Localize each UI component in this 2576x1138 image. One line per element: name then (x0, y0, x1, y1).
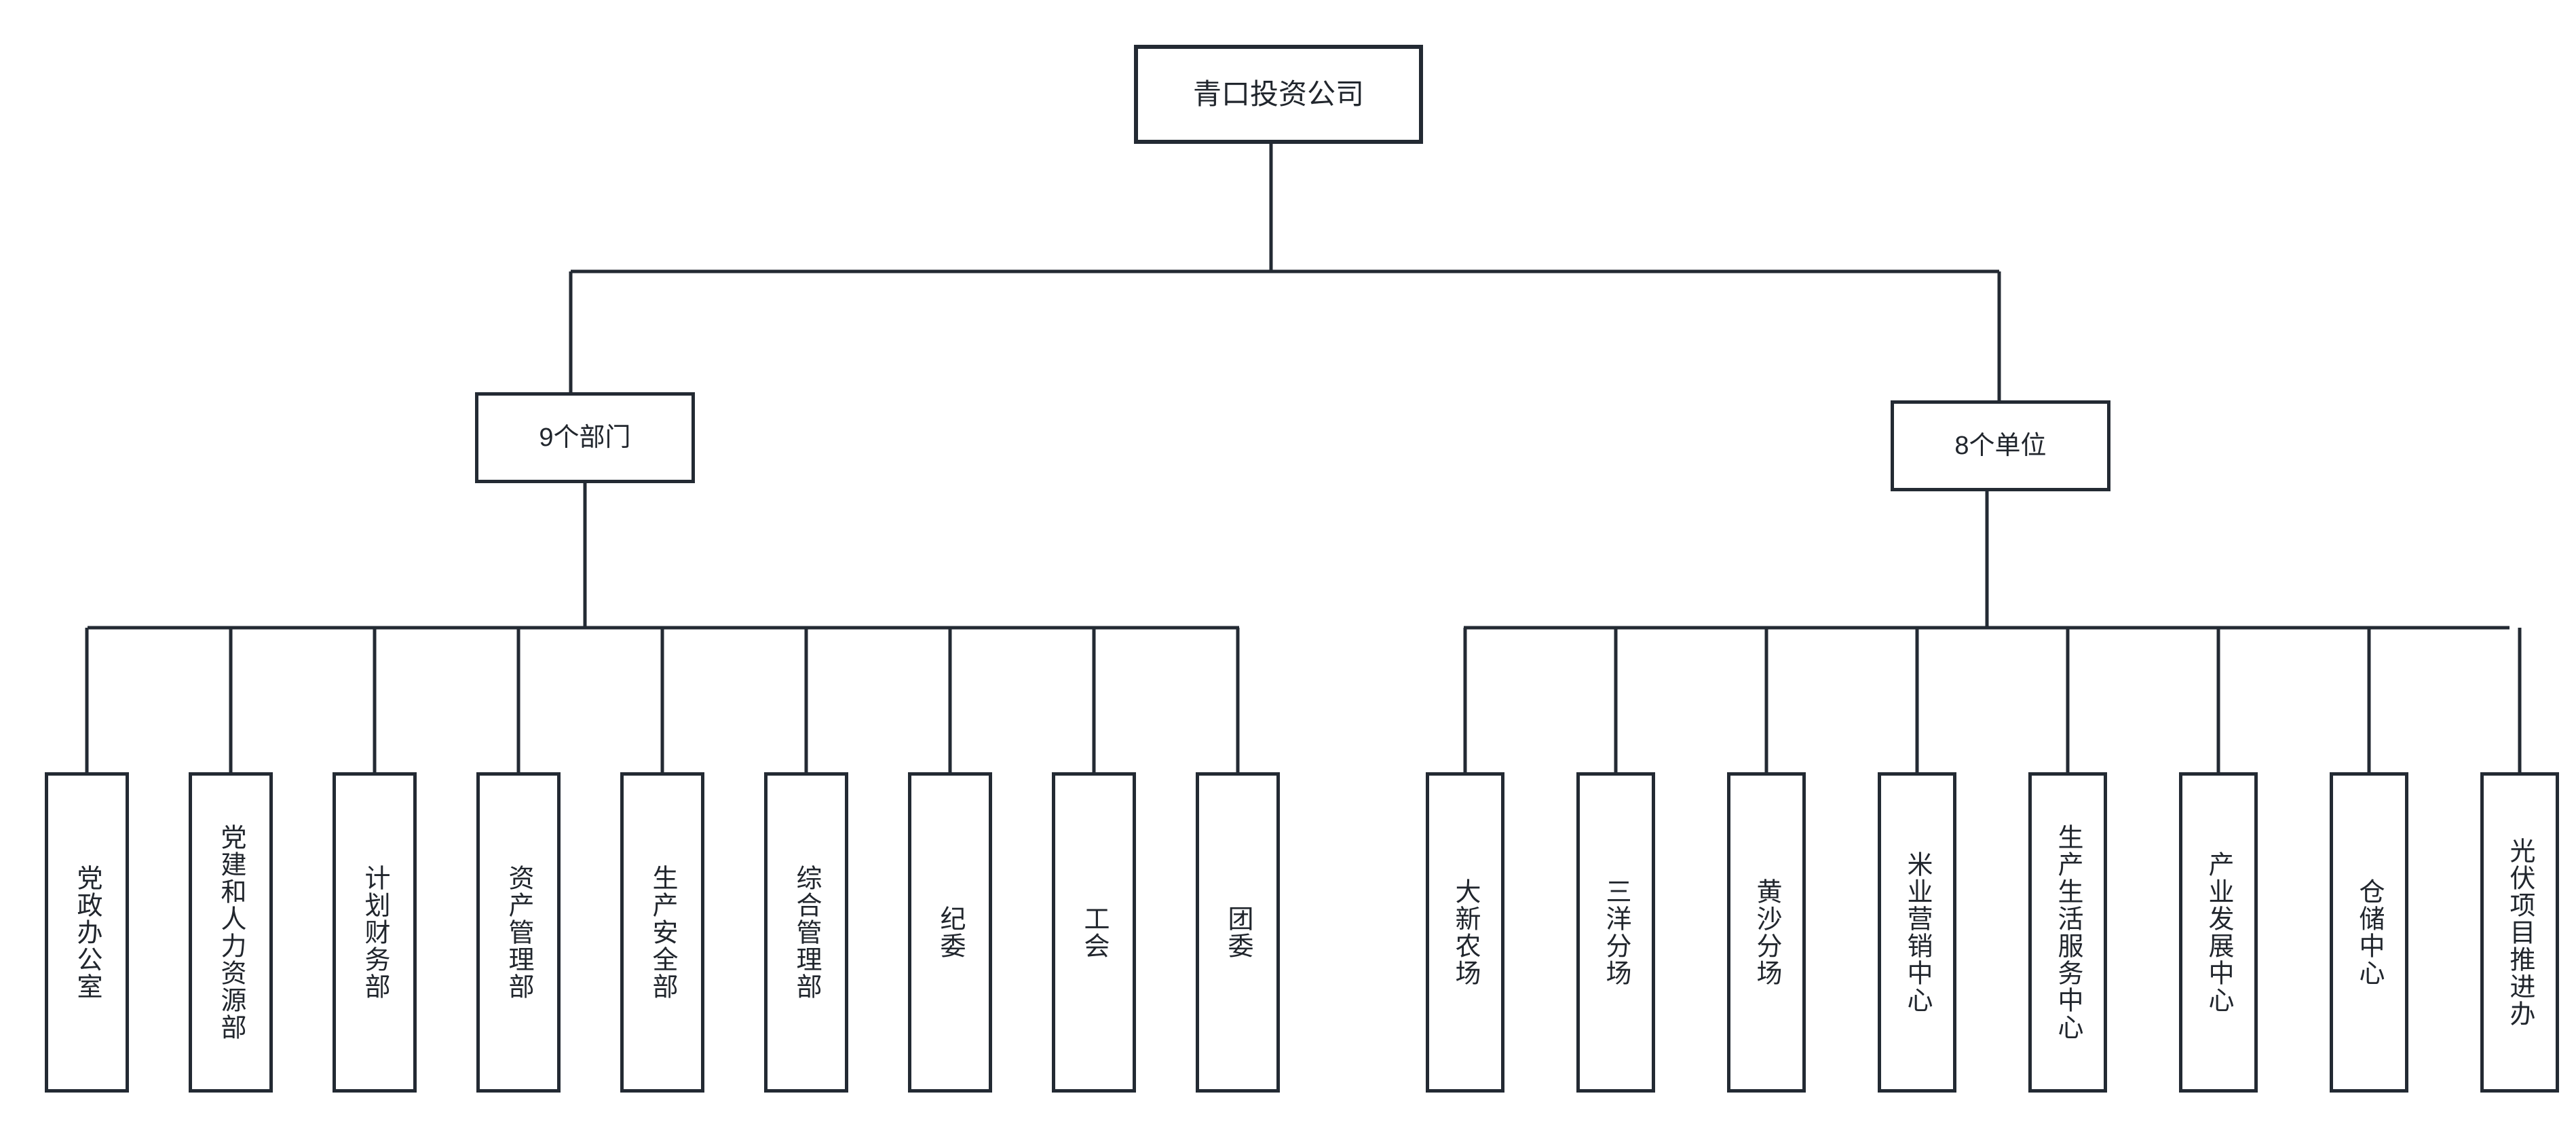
node-leaf[interactable]: 党建和人力资源部 (189, 772, 273, 1093)
node-root[interactable]: 青口投资公司 (1134, 45, 1423, 144)
node-leaf[interactable]: 生产安全部 (620, 772, 704, 1093)
node-leaf[interactable]: 综合管理部 (764, 772, 848, 1093)
node-leaf-label: 产业发展中心 (2204, 851, 2233, 1014)
node-leaf[interactable]: 产业发展中心 (2179, 772, 2258, 1093)
node-leaf-label: 工会 (1080, 905, 1108, 960)
node-leaf-label: 黄沙分场 (1752, 878, 1781, 987)
node-leaf[interactable]: 光伏项目推进办 (2480, 772, 2559, 1093)
node-leaf-label: 大新农场 (1451, 878, 1479, 987)
node-leaf-label: 米业营销中心 (1903, 851, 1931, 1014)
node-leaf-label: 三洋分场 (1602, 878, 1630, 987)
node-leaf[interactable]: 计划财务部 (333, 772, 417, 1093)
node-leaf[interactable]: 黄沙分场 (1727, 772, 1806, 1093)
node-leaf-label: 仓储中心 (2355, 878, 2383, 987)
node-leaf[interactable]: 大新农场 (1426, 772, 1504, 1093)
node-leaf-label: 生产安全部 (648, 865, 677, 1000)
node-leaf[interactable]: 生产生活服务中心 (2028, 772, 2107, 1093)
node-leaf[interactable]: 纪委 (908, 772, 992, 1093)
node-leaf[interactable]: 三洋分场 (1576, 772, 1655, 1093)
node-leaf[interactable]: 党政办公室 (45, 772, 129, 1093)
node-departments[interactable]: 9个部门 (475, 392, 695, 483)
node-root-label: 青口投资公司 (1192, 77, 1364, 110)
node-leaf-label: 党政办公室 (73, 865, 101, 1000)
node-leaf-label: 综合管理部 (792, 865, 820, 1000)
node-leaf[interactable]: 资产管理部 (476, 772, 561, 1093)
node-leaf[interactable]: 团委 (1196, 772, 1280, 1093)
node-leaf-label: 团委 (1224, 905, 1252, 960)
node-leaf[interactable]: 仓储中心 (2330, 772, 2408, 1093)
node-leaf-label: 资产管理部 (504, 865, 533, 1000)
node-leaf-label: 纪委 (936, 905, 964, 960)
node-units-label: 8个单位 (1954, 431, 2047, 460)
node-units[interactable]: 8个单位 (1891, 400, 2110, 491)
node-departments-label: 9个部门 (539, 423, 631, 452)
node-leaf[interactable]: 米业营销中心 (1878, 772, 1956, 1093)
node-leaf-label: 党建和人力资源部 (216, 824, 245, 1041)
node-leaf[interactable]: 工会 (1052, 772, 1136, 1093)
node-leaf-label: 光伏项目推进办 (2505, 837, 2534, 1027)
node-leaf-label: 生产生活服务中心 (2053, 824, 2082, 1041)
node-leaf-label: 计划财务部 (360, 865, 389, 1000)
